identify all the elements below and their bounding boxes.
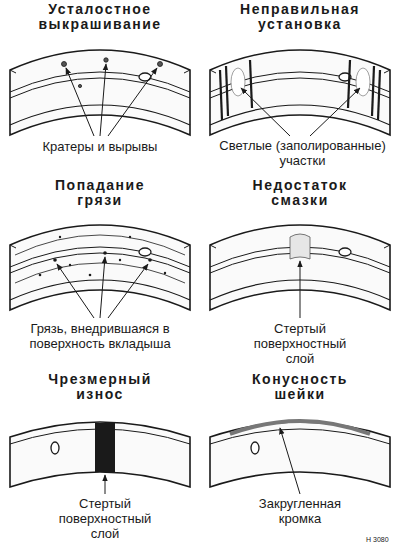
- leader-arrows: [57, 257, 148, 318]
- leader-arrow: [105, 475, 106, 494]
- rounded-edge-shading: [230, 421, 370, 434]
- leader-arrows: [241, 88, 360, 136]
- worn-area: [290, 234, 310, 259]
- bearing-shell: [210, 421, 390, 494]
- panel-heading: Неправильная установка: [230, 2, 370, 33]
- panel-heading: Конусность шейки: [230, 372, 370, 403]
- leader-arrows: [66, 64, 157, 136]
- bearing-shell: [10, 225, 190, 318]
- callout-label: Стертый поверхностный слой: [45, 497, 165, 542]
- leader-arrow: [280, 428, 300, 494]
- scratch-lines: [15, 235, 185, 283]
- panel-heading: Усталостное выкрашивание: [30, 2, 170, 33]
- shell-outline: [10, 50, 190, 135]
- shell-outline: [10, 422, 190, 487]
- shell-outline: [210, 422, 390, 487]
- callout-label: Стертый поверхностный слой: [240, 322, 360, 367]
- shell-outline: [10, 225, 190, 310]
- worn-band: [95, 423, 115, 472]
- callout-label: Кратеры и вырывы: [10, 140, 190, 155]
- callout-label: Закругленная кромка: [240, 497, 360, 527]
- panel-heading: Попадание грязи: [30, 178, 170, 209]
- leader-arrow: [300, 261, 301, 318]
- callout-label: Светлые (заполированные) участки: [215, 139, 390, 169]
- bearing-shell: [10, 422, 190, 494]
- shading: [220, 60, 380, 120]
- panel-heading: Недостаток смазки: [230, 178, 370, 209]
- callout-label: Грязь, внедрившаяся в поверхность вклады…: [4, 322, 196, 352]
- figure-code: H 3080: [366, 536, 396, 543]
- panel-heading: Чрезмерный износ: [30, 372, 170, 403]
- shell-outline: [210, 50, 390, 135]
- crater-marks: [62, 58, 163, 88]
- dirt-particles: [39, 236, 167, 276]
- bearing-shell: [210, 50, 390, 136]
- polished-areas: [231, 68, 370, 96]
- bearing-shell: [10, 50, 190, 136]
- bearing-shell: [210, 225, 390, 318]
